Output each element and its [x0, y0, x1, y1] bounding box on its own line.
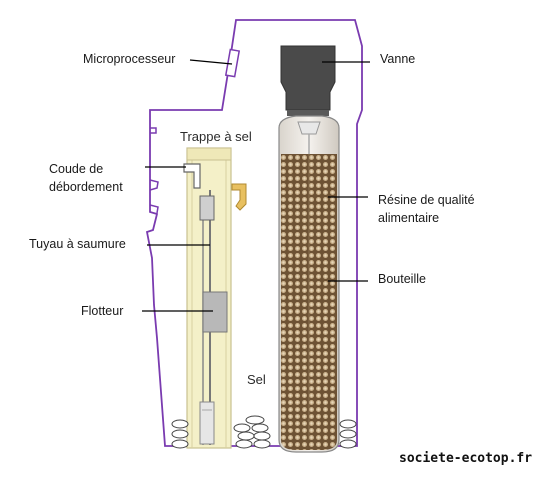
upper-distributor [297, 121, 321, 135]
microprocessor-panel [224, 48, 241, 78]
salt-pebbles-left [171, 419, 189, 449]
brine-screen [199, 401, 215, 445]
salt-pebbles-right [339, 419, 357, 449]
cabinet-outline [145, 19, 363, 447]
label-tuyau-a-saumure: Tuyau à saumure [29, 237, 126, 251]
label-bouteille: Bouteille [378, 272, 426, 286]
valve-collar [287, 110, 329, 116]
salt-pebbles-middle [233, 415, 271, 449]
label-flotteur: Flotteur [81, 304, 124, 318]
label-debordement: débordement [49, 180, 123, 194]
float [202, 291, 228, 333]
leader-microprocesseur [189, 59, 233, 65]
source-credit: societe-ecotop.fr [399, 451, 533, 466]
leader-lines [142, 59, 370, 312]
label-microprocesseur: Microprocesseur [83, 52, 176, 66]
label-vanne: Vanne [380, 52, 416, 66]
overflow-elbow [183, 163, 201, 189]
label-coude-de: Coude de [49, 162, 104, 176]
brine-valve [199, 195, 215, 221]
label-resine-line2: alimentaire [378, 211, 440, 225]
brine-hose-fitting [231, 183, 247, 211]
label-sel: Sel [247, 372, 266, 387]
valve-head [280, 45, 336, 111]
brine-well-cap [186, 147, 232, 161]
cabinet-notches [149, 127, 159, 214]
label-resine-line1: Résine de qualité [378, 193, 475, 207]
label-trappe-a-sel: Trappe à sel [180, 129, 252, 144]
